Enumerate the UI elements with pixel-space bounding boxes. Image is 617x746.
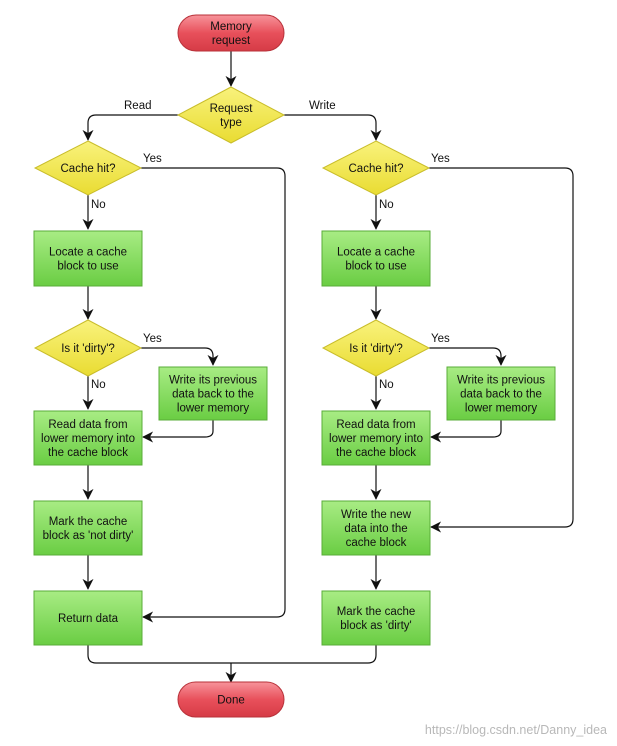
edge-label-write: Write (309, 100, 336, 112)
process-read-return-data: Return data (33, 590, 143, 646)
decision-write-is-dirty-label: Is it 'dirty'? (349, 343, 403, 355)
edge-read-write-prev-to-read-data (142, 420, 214, 443)
edge-read-branch (82, 114, 178, 141)
process-read-return-data-label: Return data (58, 613, 119, 625)
edge-label-read-dirty-no: No (91, 379, 106, 391)
edge-write-write-prev-to-read-data (430, 420, 502, 443)
edge-label-read: Read (124, 100, 152, 112)
edge-write-hit-yes (429, 167, 574, 533)
edge-write-branch (284, 114, 382, 141)
decision-write-cache-hit-label: Cache hit? (349, 163, 404, 175)
decision-write-cache-hit: Cache hit? (321, 140, 431, 196)
terminal-done-label: Done (217, 695, 245, 707)
edge-write-dirty-yes (429, 347, 507, 366)
decision-write-is-dirty: Is it 'dirty'? (321, 319, 431, 377)
edge-label-read-hit-no: No (91, 199, 106, 211)
edge-label-write-hit-no: No (379, 199, 394, 211)
watermark-text: https://blog.csdn.net/Danny_idea (425, 723, 607, 737)
edge-write-mark-to-done (231, 645, 377, 664)
edge-label-write-dirty-yes: Yes (431, 333, 450, 345)
edge-read-dirty-yes (141, 347, 219, 366)
decision-read-is-dirty: Is it 'dirty'? (33, 319, 143, 377)
edges (82, 51, 574, 683)
edge-label-write-hit-yes: Yes (431, 153, 450, 165)
edge-labels: Read Write Yes No Yes No Yes No Yes No (91, 100, 450, 391)
terminal-done: Done (177, 681, 285, 718)
edge-label-read-hit-yes: Yes (143, 153, 162, 165)
edge-label-write-dirty-no: No (379, 379, 394, 391)
decision-read-is-dirty-label: Is it 'dirty'? (61, 343, 115, 355)
decision-read-cache-hit-label: Cache hit? (61, 163, 116, 175)
decision-read-cache-hit: Cache hit? (33, 140, 143, 196)
edge-read-hit-yes (141, 167, 286, 623)
edge-read-return-to-done (87, 645, 231, 664)
edge-label-read-dirty-yes: Yes (143, 333, 162, 345)
